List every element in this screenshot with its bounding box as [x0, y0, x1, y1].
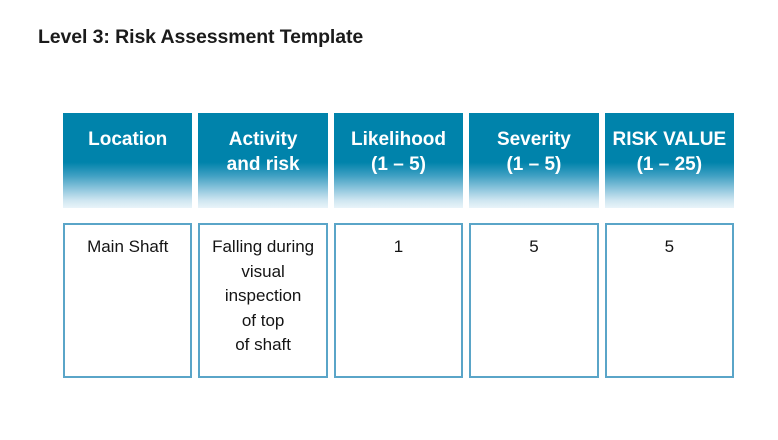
cell-severity-value: 5: [529, 237, 539, 256]
column-header-activity-line-2: and risk: [226, 154, 300, 175]
column-header-risk-value-line-2: (1 – 25): [636, 154, 703, 175]
cell-activity-line-4: of top: [241, 310, 285, 330]
header-body-gap: [63, 208, 734, 223]
column-header-likelihood-line-2: (1 – 5): [371, 154, 426, 175]
cell-severity[interactable]: 5: [469, 223, 599, 378]
column-header-location-line-1: Location: [88, 129, 168, 150]
cell-activity[interactable]: Falling during visual inspection of top …: [198, 223, 328, 378]
column-header-likelihood: Likelihood (1 – 5): [333, 113, 464, 208]
cell-activity-line-5: of shaft: [235, 335, 291, 354]
column-header-risk-value-line-1: RISK VALUE: [612, 129, 727, 150]
cell-activity-line-1: Falling during: [212, 237, 315, 256]
column-header-risk-value: RISK VALUE (1 – 25): [604, 113, 735, 208]
table-header-row: Location Activity and risk Likelihood (1…: [63, 113, 735, 208]
column-header-severity-line-1: Severity: [496, 129, 571, 150]
column-header-likelihood-line-1: Likelihood: [351, 129, 447, 150]
cell-location[interactable]: Main Shaft: [63, 223, 193, 378]
column-header-severity: Severity (1 – 5): [469, 113, 599, 208]
cell-activity-line-2: visual: [241, 261, 285, 281]
cell-likelihood[interactable]: 1: [333, 223, 464, 378]
table-row: Main Shaft Falling during visual inspect…: [63, 223, 735, 378]
column-header-activity: Activity and risk: [198, 113, 328, 208]
page-title: Level 3: Risk Assessment Template: [38, 26, 364, 48]
cell-risk-value-value: 5: [664, 237, 675, 256]
cell-risk-value[interactable]: 5: [604, 223, 735, 378]
risk-assessment-table: Location Activity and risk Likelihood (1…: [63, 113, 735, 378]
column-header-severity-line-2: (1 – 5): [506, 154, 562, 175]
column-header-activity-line-1: Activity: [228, 129, 298, 150]
cell-likelihood-value: 1: [393, 237, 404, 256]
column-header-location: Location: [63, 113, 193, 208]
cell-location-line-1: Main Shaft: [87, 237, 169, 256]
cell-activity-line-3: inspection: [224, 286, 302, 305]
